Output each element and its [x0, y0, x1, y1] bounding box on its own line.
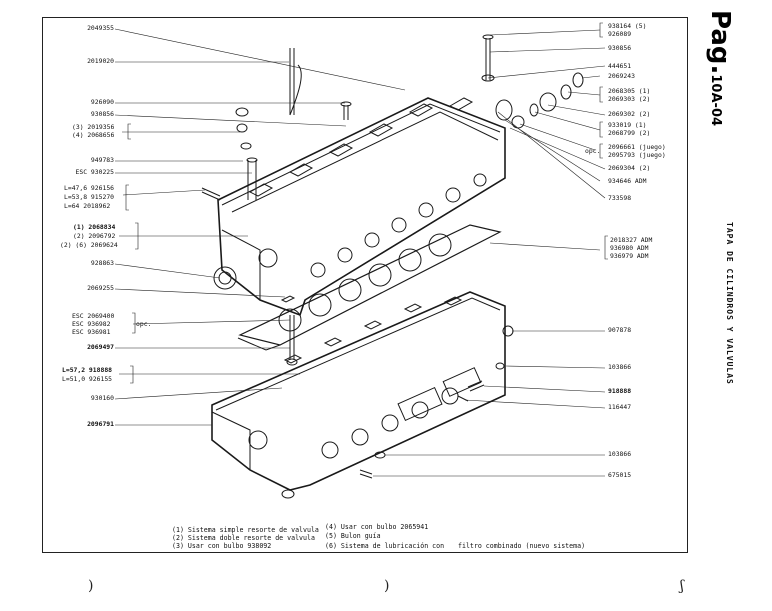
footnote: (5) Bulon guía [325, 532, 381, 540]
part-label: (1) 2068834 [73, 223, 116, 231]
part-label: 926089 [608, 30, 632, 38]
part-label: 2069303 (2) [608, 95, 651, 103]
part-label: 933019 (1) [608, 121, 647, 129]
part-label: 907878 [608, 326, 632, 334]
part-label-opc: opc. [585, 147, 601, 155]
part-label: L=64 2018962 [64, 202, 111, 210]
part-label: L=51,0 926155 [62, 375, 113, 383]
part-label: 934646 ADM [608, 177, 647, 185]
diagram-frame [42, 17, 688, 553]
part-label: (2) (6) 2069624 [60, 241, 118, 249]
part-label: 733598 [608, 194, 632, 202]
part-label: 2019020 [87, 57, 114, 65]
part-label: (2) 2096792 [73, 232, 116, 240]
footnote: (6) Sistema de lubricación con [325, 542, 445, 550]
part-label: 103866 [608, 363, 632, 371]
part-label: 2069497 [87, 343, 114, 351]
part-label: 2095793 (juego) [608, 151, 666, 159]
part-label: 938164 (5) [608, 22, 647, 30]
punch-mark: ʃ [680, 578, 684, 594]
part-label: ESC 936981 [72, 328, 111, 336]
part-label: 918888 [608, 387, 632, 395]
part-label: L=57,2 918888 [62, 366, 113, 374]
part-label: 936980 ADM [610, 244, 649, 252]
head-gasket [238, 224, 502, 346]
part-label: 2049355 [87, 24, 114, 32]
part-label: 928863 [90, 259, 114, 267]
part-label: 444651 [608, 62, 632, 70]
part-label: 2068799 (2) [608, 129, 651, 137]
part-label: 930160 [90, 394, 114, 402]
footnote: (3) Usar con bulbo 938092 [172, 542, 272, 550]
part-label: ESC 936982 [72, 320, 111, 328]
part-label: 2069255 [87, 284, 114, 292]
part-label: 936979 ADM [610, 252, 649, 260]
part-label: 2069302 (2) [608, 110, 651, 118]
part-label: 930856 [90, 110, 114, 118]
punch-mark: ) [88, 578, 94, 594]
part-label: 2069304 (2) [608, 164, 651, 172]
part-label: 949783 [90, 156, 114, 164]
part-label: 2096791 [87, 420, 114, 428]
part-label: L=53,8 915270 [64, 193, 115, 201]
part-label: ESC 930225 [75, 168, 114, 176]
footnote: (1) Sistema simple resorte de valvula [172, 526, 319, 534]
part-label: 2096661 (juego) [608, 143, 666, 151]
part-label-opc: opc. [136, 320, 152, 328]
part-label: 926090 [90, 98, 114, 106]
part-label: (4) 2068656 [72, 131, 115, 139]
part-label: ESC 2069400 [72, 312, 115, 320]
part-label: 103866 [608, 450, 632, 458]
footnote: filtro combinado (nuevo sistema) [458, 542, 586, 550]
upper-cylinder-head [217, 97, 506, 317]
punch-mark: ) [384, 578, 390, 594]
part-label: 2068305 (1) [608, 87, 651, 95]
part-label: 675015 [608, 471, 632, 479]
part-label: (3) 2019356 [72, 123, 115, 131]
part-label: 2069243 [608, 72, 635, 80]
part-label: 930856 [608, 44, 632, 52]
footnote: (2) Sistema doble resorte de valvula [172, 534, 315, 542]
part-label: 116447 [608, 403, 632, 411]
part-label: 2018327 ADM [610, 236, 653, 244]
footnote: (4) Usar con bulbo 2065941 [325, 523, 429, 531]
part-label: L=47,6 926156 [64, 184, 115, 192]
